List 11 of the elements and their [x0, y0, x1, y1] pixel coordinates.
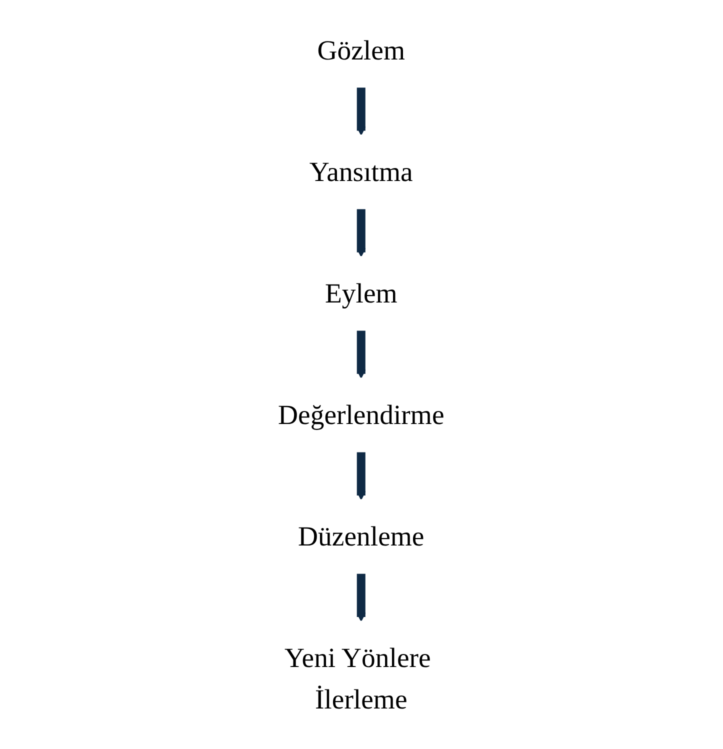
arrow	[356, 86, 366, 136]
arrow	[356, 329, 366, 378]
node-text: Değerlendirme	[278, 399, 445, 430]
node-text: Yansıtma	[310, 156, 414, 187]
arrow	[356, 451, 366, 500]
node-text: Gözlem	[318, 34, 406, 66]
node-text: Eylem	[325, 277, 398, 308]
node-text: Yeni Yönlere İlerleme	[284, 642, 432, 715]
node-text: Düzenleme	[298, 520, 425, 552]
arrow	[356, 572, 366, 622]
arrow	[356, 208, 366, 257]
